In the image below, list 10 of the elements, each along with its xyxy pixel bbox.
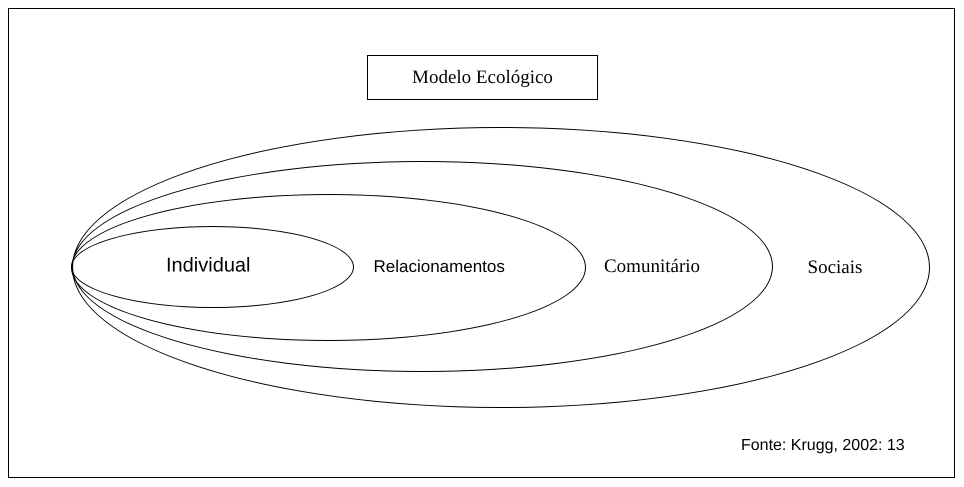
ring-label: Individual (166, 254, 251, 278)
ring-label: Relacionamentos (374, 256, 505, 276)
ring-label: Sociais (808, 256, 862, 278)
ellipse (72, 160, 772, 372)
ellipse (72, 127, 930, 408)
title-box: Modelo Ecológico (367, 55, 598, 100)
source-note: Fonte: Krugg, 2002: 13 (741, 437, 905, 455)
ellipse (71, 194, 586, 341)
ring-label: Comunitário (604, 256, 700, 278)
ellipse (70, 226, 354, 308)
